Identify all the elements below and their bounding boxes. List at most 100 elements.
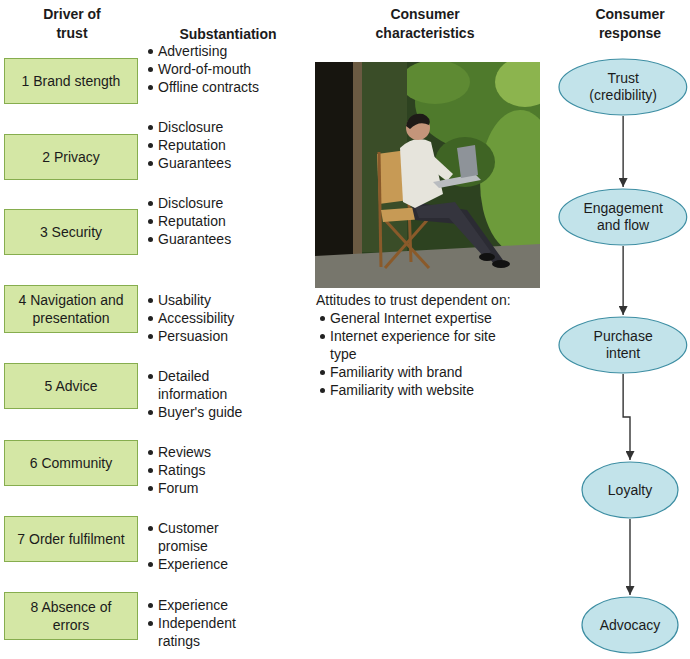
- bullet-dot: [148, 125, 153, 130]
- laptop-base: [433, 174, 481, 188]
- driver-name: 8 Absence of errors: [11, 598, 131, 634]
- driver-name: 6 Community: [30, 454, 112, 472]
- flow-arrow: [623, 374, 630, 460]
- doorway: [315, 62, 353, 288]
- chair-leg: [385, 218, 429, 268]
- label-slot: Guarantees: [158, 154, 308, 172]
- bullet-dot: [320, 388, 325, 393]
- substantiation-item: Guarantees: [158, 154, 308, 172]
- oval-shape: [559, 189, 687, 245]
- foliage: [480, 110, 540, 254]
- response-oval: Loyalty: [581, 461, 679, 519]
- bullet-dot: [148, 67, 153, 72]
- bullet-dot: [148, 161, 153, 166]
- label-slot: Reviews: [158, 443, 308, 461]
- column-heading: Consumer characteristics: [360, 5, 490, 43]
- response-oval: Purchase intent: [558, 316, 688, 374]
- substantiation-item: Forum: [158, 479, 308, 497]
- oval-shape: [559, 317, 687, 373]
- label-slot: Persuasion: [158, 327, 308, 345]
- label-slot: Usability: [158, 291, 308, 309]
- label-slot: General Internet expertise: [330, 309, 515, 327]
- foliage: [400, 62, 470, 104]
- substantiation-item: Experience: [158, 596, 258, 614]
- label-slot: Buyer's guide: [158, 403, 258, 421]
- substantiation-item: Guarantees: [158, 230, 308, 248]
- substantiation-item: Buyer's guide: [158, 403, 258, 421]
- bullet-dot: [320, 316, 325, 321]
- chair-frame: [379, 152, 381, 267]
- substantiation-item: Word-of-mouth: [158, 60, 308, 78]
- oval-shape: [582, 462, 678, 518]
- bullet-dot: [148, 450, 153, 455]
- substantiation-item: Independent ratings: [158, 614, 258, 650]
- substantiation-item: Reputation: [158, 212, 308, 230]
- column-heading: Driver of trust: [32, 5, 112, 43]
- man-shoe: [492, 260, 510, 268]
- trust-driver-box: 2 Privacy: [4, 134, 138, 180]
- label-slot: Offline contracts: [158, 78, 308, 96]
- label-slot: Internet experience for site type: [330, 327, 515, 363]
- driver-name: 4 Navigation and presentation: [11, 291, 131, 327]
- label-slot: Customer promise: [158, 519, 258, 555]
- label-slot: Advertising: [158, 42, 308, 60]
- label-slot: Forum: [158, 479, 308, 497]
- label-slot: Consumer characteristics: [360, 5, 490, 43]
- label-slot: Detailed information: [158, 367, 258, 403]
- trust-driver-box: 8 Absence of errors: [4, 592, 138, 640]
- bullet-dot: [148, 374, 153, 379]
- substantiation-item: Persuasion: [158, 327, 308, 345]
- response-name: Trust (credibility): [578, 70, 668, 104]
- bullet-dot: [148, 621, 153, 626]
- man-shoe: [479, 253, 495, 261]
- characteristic-note: General Internet expertise: [330, 309, 515, 327]
- laptop-screen: [457, 145, 478, 178]
- oval-shape: [582, 597, 678, 653]
- bullet-dot: [148, 143, 153, 148]
- label-slot: Driver of trust: [32, 5, 112, 43]
- column-heading: Substantiation: [163, 25, 293, 44]
- label-slot: Substantiation: [163, 25, 293, 44]
- substantiation-item: Ratings: [158, 461, 308, 479]
- trust-driver-box: 7 Order fulfilment: [4, 516, 138, 562]
- flow-arrow: [622, 246, 623, 315]
- response-oval: Engagement and flow: [558, 188, 688, 246]
- characteristic-note: Familiarity with brand: [330, 363, 515, 381]
- oval-shape: [559, 59, 687, 115]
- man-with-laptop-photo: [315, 62, 540, 288]
- label-slot: Reputation: [158, 136, 308, 154]
- label-slot: Reputation: [158, 212, 308, 230]
- label-slot: Experience: [158, 555, 258, 573]
- substantiation-item: Experience: [158, 555, 258, 573]
- response-name: Loyalty: [608, 482, 652, 499]
- bullet-dot: [148, 562, 153, 567]
- bullet-dot: [148, 410, 153, 415]
- bullet-dot: [148, 526, 153, 531]
- label-slot: Disclosure: [158, 118, 308, 136]
- label-slot: Consumer response: [580, 5, 680, 43]
- substantiation-item: Detailed information: [158, 367, 258, 403]
- substantiation-item: Advertising: [158, 42, 308, 60]
- bullet-dot: [148, 468, 153, 473]
- substantiation-item: Customer promise: [158, 519, 258, 555]
- substantiation-item: Reputation: [158, 136, 308, 154]
- bullet-dot: [148, 219, 153, 224]
- substantiation-item: Offline contracts: [158, 78, 308, 96]
- flow-arrow: [629, 519, 630, 595]
- trust-driver-box: 1 Brand stength: [4, 58, 138, 104]
- label-slot: Attitudes to trust dependent on:: [316, 291, 540, 309]
- label-slot: Independent ratings: [158, 614, 258, 650]
- response-name: Purchase intent: [578, 328, 668, 362]
- characteristic-note: Internet experience for site type: [330, 327, 515, 363]
- substantiation-item: Usability: [158, 291, 308, 309]
- label-slot: Familiarity with brand: [330, 363, 515, 381]
- bullet-dot: [148, 237, 153, 242]
- trust-driver-box: 6 Community: [4, 440, 138, 486]
- driver-name: 5 Advice: [45, 377, 98, 395]
- trust-driver-box: 4 Navigation and presentation: [4, 285, 138, 333]
- man-arm: [421, 150, 453, 181]
- driver-name: 2 Privacy: [42, 148, 100, 166]
- driver-name: 7 Order fulfilment: [17, 530, 124, 548]
- response-oval: Advocacy: [581, 596, 679, 654]
